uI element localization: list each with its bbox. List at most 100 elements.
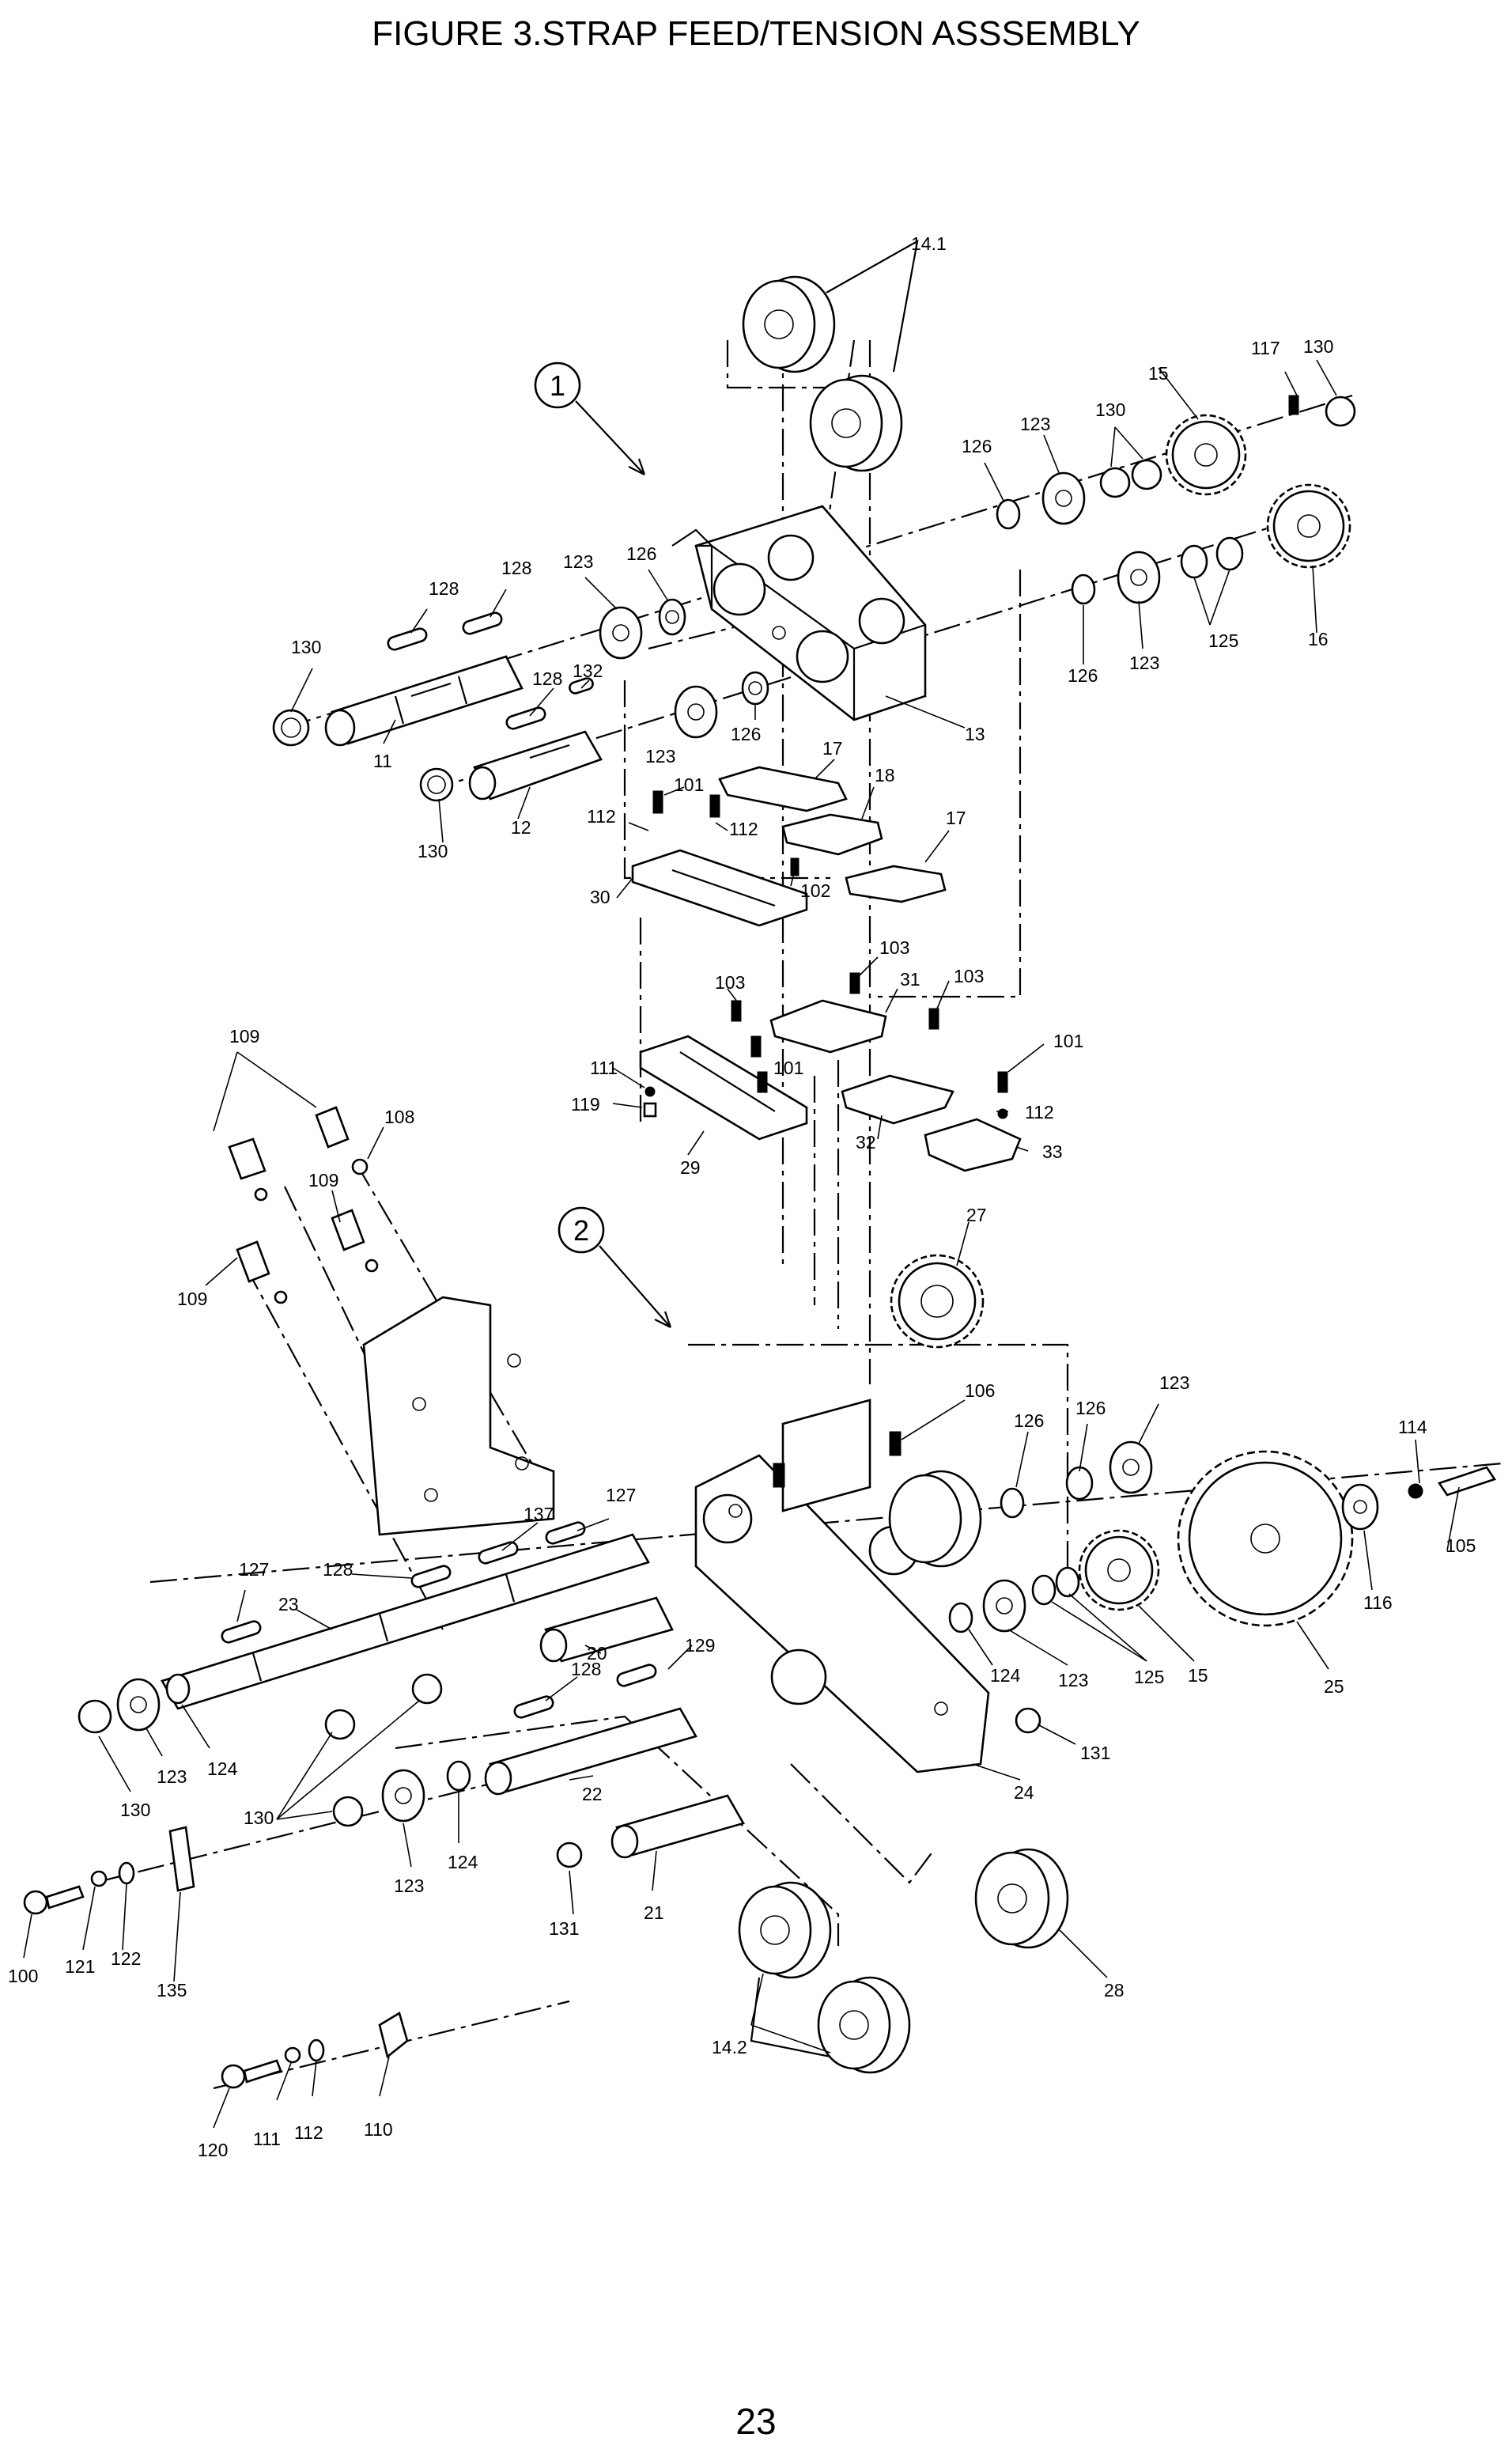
page-number: 23 xyxy=(735,2401,777,2442)
part-label: 110 xyxy=(364,2119,393,2140)
part-label: 106 xyxy=(965,1380,995,1401)
ring-131-right xyxy=(1015,1707,1041,1734)
part-label: 117 xyxy=(1251,338,1280,358)
part-label: 127 xyxy=(606,1485,636,1505)
part-label: 24 xyxy=(1014,1782,1034,1803)
washer-126-lower-b xyxy=(1065,1466,1094,1501)
part-label: 126 xyxy=(1075,1398,1106,1418)
part-label: 129 xyxy=(685,1635,715,1656)
part-label: 128 xyxy=(501,558,531,578)
washer-126-lower-a xyxy=(1000,1487,1025,1519)
washer-121 xyxy=(90,1870,108,1887)
screw-103-b xyxy=(731,1000,742,1022)
washer-126-upper-left xyxy=(658,598,686,636)
part-label: 11 xyxy=(373,751,392,771)
pin-20 xyxy=(539,1596,674,1663)
part-label: 127 xyxy=(239,1559,269,1580)
part-label: 130 xyxy=(244,1807,274,1828)
part-label: 112 xyxy=(294,2122,323,2143)
part-label: 18 xyxy=(875,765,895,785)
setscrew-117 xyxy=(1288,395,1299,415)
ring-130-right-top xyxy=(1325,396,1356,427)
plate-17-upper xyxy=(718,766,848,812)
retaining-ring-130-left xyxy=(272,709,310,747)
washer-111-lower xyxy=(284,2046,301,2064)
pin-21 xyxy=(610,1794,745,1859)
ring-130-c xyxy=(332,1796,364,1827)
bearing-123-shaft12 xyxy=(674,685,718,739)
part-label: 137 xyxy=(524,1504,554,1524)
part-label: 130 xyxy=(120,1800,150,1820)
key-127-left xyxy=(221,1620,262,1644)
housing-13 xyxy=(671,505,927,721)
part-label: 119 xyxy=(571,1094,600,1115)
leader-lines xyxy=(23,359,1460,2129)
washer-126-shaft12 xyxy=(741,671,769,706)
part-label: 120 xyxy=(198,2140,228,2160)
key-128-a xyxy=(387,627,428,651)
bearing-123-lower-mid xyxy=(381,1769,425,1823)
part-label: 17 xyxy=(822,738,843,759)
part-label: 130 xyxy=(1303,336,1333,357)
washer-116 xyxy=(1341,1483,1379,1531)
washer-122 xyxy=(118,1861,135,1885)
part-labels: 14.1 117 130 15 130 123 126 128 128 123 … xyxy=(8,233,1476,2160)
part-label: 13 xyxy=(965,724,985,744)
key-127-right xyxy=(545,1521,586,1545)
part-label: 20 xyxy=(587,1643,607,1664)
gear-15-lower xyxy=(1078,1529,1160,1611)
part-label: 103 xyxy=(879,937,909,958)
bearing-123-upper-left xyxy=(599,606,643,660)
arm-24 xyxy=(694,1454,990,1773)
part-label: 22 xyxy=(582,1784,603,1804)
part-label: 109 xyxy=(177,1289,207,1309)
part-label: 126 xyxy=(1068,665,1098,686)
part-label: 28 xyxy=(1104,1980,1125,2000)
part-label: 122 xyxy=(111,1948,141,1969)
part-label: 123 xyxy=(1058,1670,1088,1690)
part-label: 112 xyxy=(587,806,616,827)
key-128-c xyxy=(505,706,546,730)
ring-130-lower-left xyxy=(77,1699,112,1734)
screw-120 xyxy=(221,2059,282,2089)
washer-114 xyxy=(1408,1483,1423,1499)
part-label: 14.1 xyxy=(911,233,947,254)
part-label: 128 xyxy=(323,1559,353,1580)
bracket-135 xyxy=(168,1826,195,1892)
washer-112-b xyxy=(997,1108,1008,1119)
key-128-lower xyxy=(410,1565,452,1588)
part-label: 32 xyxy=(856,1132,876,1153)
part-label: 131 xyxy=(549,1918,579,1939)
part-label: 116 xyxy=(1363,1592,1393,1613)
part-label: 27 xyxy=(966,1205,987,1225)
page-title: FIGURE 3.STRAP FEED/TENSION ASSSEMBLY xyxy=(372,14,1140,53)
part-label: 16 xyxy=(1308,629,1329,649)
bearing-123-right-b xyxy=(1117,551,1161,604)
part-label: 23 xyxy=(278,1594,299,1614)
ring-130-b xyxy=(411,1673,443,1705)
gear-16 xyxy=(1266,483,1351,569)
screw-102 xyxy=(790,857,799,876)
plate-33 xyxy=(924,1118,1022,1172)
part-label: 124 xyxy=(207,1758,238,1779)
washer-126-right-b xyxy=(1071,573,1096,605)
base-casting xyxy=(362,1296,555,1536)
part-label: 111 xyxy=(590,1058,618,1078)
ring-130-right-a xyxy=(1099,459,1162,498)
part-label: 25 xyxy=(1324,1676,1344,1697)
bracket-110 xyxy=(378,2012,409,2059)
part-label: 30 xyxy=(590,887,610,907)
screw-109-b xyxy=(315,1106,350,1149)
part-label: 102 xyxy=(800,880,830,901)
part-label: 101 xyxy=(773,1058,803,1078)
part-label: 123 xyxy=(1020,414,1050,434)
callout-1: 1 xyxy=(534,361,646,475)
washer-111 xyxy=(644,1086,656,1097)
part-label: 101 xyxy=(674,774,704,795)
drum-assembly xyxy=(888,1470,982,1568)
plate-29 xyxy=(639,1035,808,1141)
shaft-22 xyxy=(484,1707,697,1796)
screw-109-a xyxy=(228,1137,266,1180)
part-label: 131 xyxy=(1080,1743,1110,1763)
